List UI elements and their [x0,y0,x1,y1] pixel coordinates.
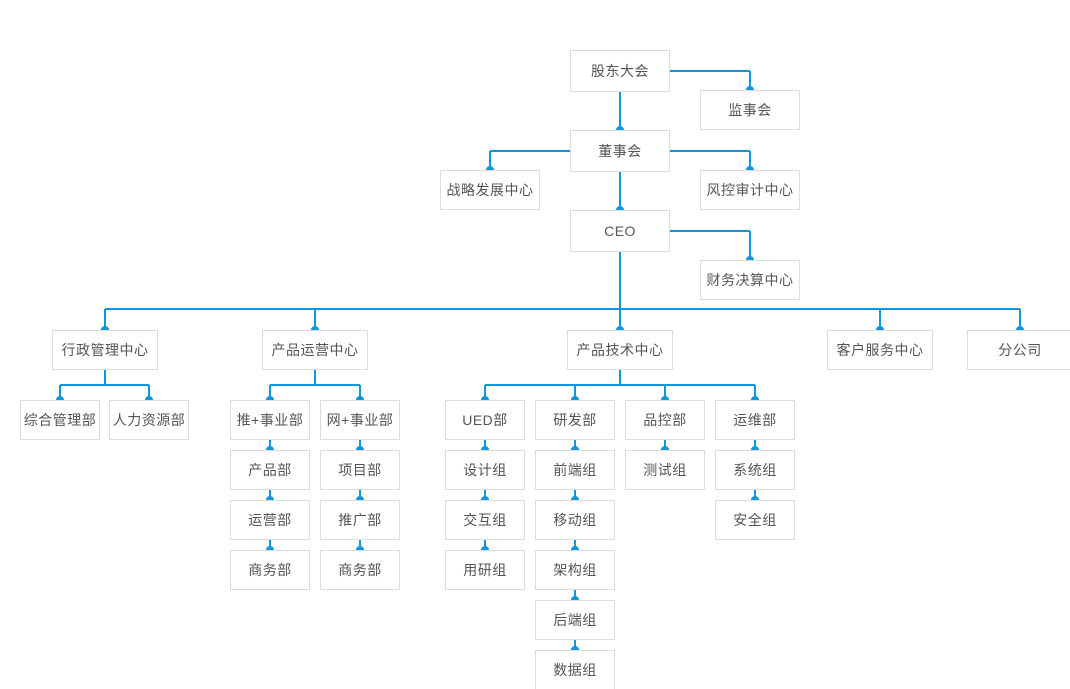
org-node-label: 数据组 [553,662,597,678]
org-node-operations-dept[interactable]: 运营部 [230,500,310,540]
org-node-security-group[interactable]: 安全组 [715,500,795,540]
org-node-label: 监事会 [728,102,772,118]
org-node-board[interactable]: 董事会 [570,130,670,172]
org-node-qc-dept[interactable]: 品控部 [625,400,705,440]
org-node-architecture-group[interactable]: 架构组 [535,550,615,590]
org-node-supervisory[interactable]: 监事会 [700,90,800,130]
org-node-label: 股东大会 [591,63,649,79]
org-node-admin-center[interactable]: 行政管理中心 [52,330,158,370]
org-node-label: 交互组 [463,512,507,528]
org-node-label: 运维部 [733,412,777,428]
org-node-label: 架构组 [553,562,597,578]
org-node-label: 设计组 [463,462,507,478]
org-node-label: 分公司 [998,342,1042,358]
org-node-user-research-group[interactable]: 用研组 [445,550,525,590]
org-node-promotion-dept[interactable]: 推广部 [320,500,400,540]
org-node-product-dept[interactable]: 产品部 [230,450,310,490]
org-node-label: 财务决算中心 [706,272,794,288]
org-node-label: 安全组 [733,512,777,528]
org-node-product-tech-center[interactable]: 产品技术中心 [567,330,673,370]
org-node-label: 商务部 [248,562,292,578]
org-node-test-group[interactable]: 测试组 [625,450,705,490]
org-node-data-group[interactable]: 数据组 [535,650,615,689]
org-node-label: 网+事业部 [326,412,394,428]
org-node-interaction-group[interactable]: 交互组 [445,500,525,540]
org-node-label: 系统组 [733,462,777,478]
org-node-risk-audit-center[interactable]: 风控审计中心 [700,170,800,210]
org-node-ops-dept[interactable]: 运维部 [715,400,795,440]
org-node-label: 战略发展中心 [446,182,534,198]
org-node-product-ops-center[interactable]: 产品运营中心 [262,330,368,370]
org-node-finance-center[interactable]: 财务决算中心 [700,260,800,300]
org-node-label: 综合管理部 [23,412,97,428]
org-node-business-dept-2[interactable]: 商务部 [320,550,400,590]
org-node-label: 前端组 [553,462,597,478]
org-node-frontend-group[interactable]: 前端组 [535,450,615,490]
org-node-general-admin[interactable]: 综合管理部 [20,400,100,440]
org-node-label: 项目部 [338,462,382,478]
org-node-human-resources[interactable]: 人力资源部 [109,400,189,440]
org-node-label: 产品运营中心 [271,342,359,358]
org-node-label: 测试组 [643,462,687,478]
org-node-label: 运营部 [248,512,292,528]
org-node-wang-division[interactable]: 网+事业部 [320,400,400,440]
org-node-label: 董事会 [598,143,642,159]
org-node-tui-division[interactable]: 推+事业部 [230,400,310,440]
org-node-shareholders[interactable]: 股东大会 [570,50,670,92]
org-node-branch-company[interactable]: 分公司 [967,330,1070,370]
org-node-label: 商务部 [338,562,382,578]
org-node-label: 产品技术中心 [576,342,664,358]
org-node-business-dept-1[interactable]: 商务部 [230,550,310,590]
org-node-label: 移动组 [553,512,597,528]
org-node-ceo[interactable]: CEO [570,210,670,252]
org-node-label: 用研组 [463,562,507,578]
org-node-label: 后端组 [553,612,597,628]
org-node-label: 产品部 [248,462,292,478]
org-node-label: 推广部 [338,512,382,528]
org-node-label: 风控审计中心 [706,182,794,198]
org-node-design-group[interactable]: 设计组 [445,450,525,490]
org-node-mobile-group[interactable]: 移动组 [535,500,615,540]
org-node-system-group[interactable]: 系统组 [715,450,795,490]
org-node-label: UED部 [462,412,508,428]
org-node-rd-dept[interactable]: 研发部 [535,400,615,440]
org-node-label: 人力资源部 [112,412,186,428]
org-node-label: 客户服务中心 [836,342,924,358]
org-node-label: 品控部 [643,412,687,428]
org-node-strategy-center[interactable]: 战略发展中心 [440,170,540,210]
org-node-label: CEO [604,223,636,239]
org-node-label: 研发部 [553,412,597,428]
org-node-label: 推+事业部 [236,412,304,428]
org-node-project-dept[interactable]: 项目部 [320,450,400,490]
org-node-label: 行政管理中心 [61,342,149,358]
org-node-backend-group[interactable]: 后端组 [535,600,615,640]
org-node-customer-service[interactable]: 客户服务中心 [827,330,933,370]
org-node-ued-dept[interactable]: UED部 [445,400,525,440]
